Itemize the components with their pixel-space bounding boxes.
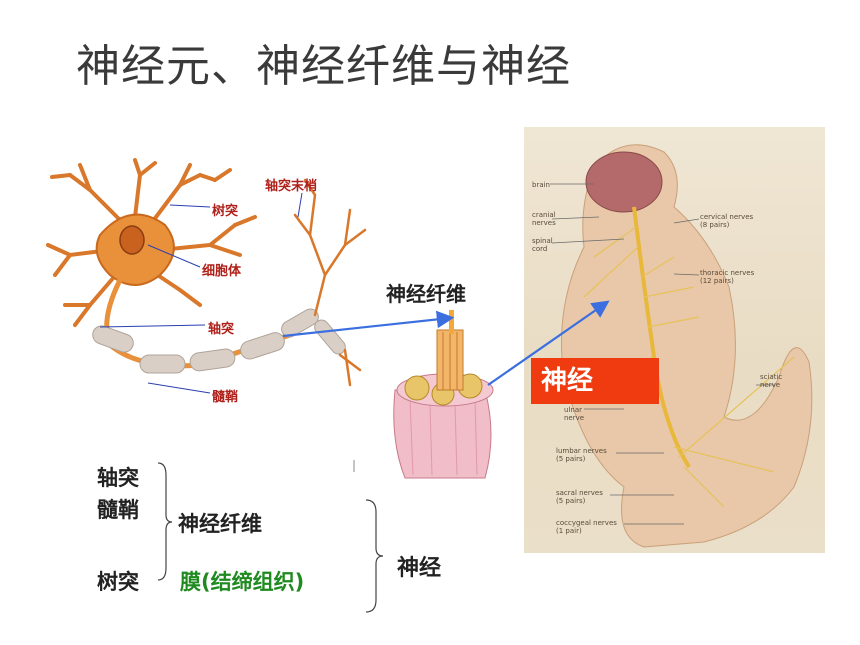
label-lumbar: lumbar nerves (5 pairs)	[556, 447, 607, 463]
label-brain: brain	[532, 181, 550, 189]
label-cervical: cervical nerves (8 pairs)	[700, 213, 754, 229]
arrow-fiber-to-nerve	[487, 300, 610, 386]
label-axon: 轴突	[208, 322, 235, 337]
summary-myelin: 髓鞘	[97, 498, 139, 522]
label-ulnar: ulnar nerve	[564, 406, 585, 422]
brace-small	[157, 462, 173, 581]
label-sacral: sacral nerves (5 pairs)	[556, 489, 603, 505]
fiber-bundle-diagram	[393, 310, 494, 479]
label-nerve-fiber: 神经纤维	[386, 282, 466, 306]
label-cell-body: 细胞体	[202, 264, 242, 279]
nervous-system-panel: brain cranial nerves spinal cord cervica…	[524, 127, 825, 553]
summary-axon: 轴突	[97, 466, 139, 490]
summary-nerve: 神经	[397, 556, 442, 581]
label-dendrite: 树突	[212, 204, 239, 219]
label-spinal: spinal cord	[532, 237, 553, 253]
label-coccygeal: coccygeal nerves (1 pair)	[556, 519, 617, 535]
summary-dendrite: 树突	[97, 570, 139, 594]
summary-fiber: 神经纤维	[178, 512, 262, 536]
arrow-axon-to-fiber	[282, 310, 455, 338]
neuron-diagram	[46, 158, 367, 394]
nucleus-shape	[119, 225, 145, 255]
label-axon-terminal: 轴突末梢	[265, 179, 318, 194]
summary-membrane: 膜(结缔组织)	[180, 570, 305, 594]
label-sciatic: sciatic nerve	[760, 373, 783, 389]
label-cranial: cranial nerves	[532, 211, 556, 227]
nerve-highlight-label: 神经	[531, 358, 659, 404]
page-title: 神经元、神经纤维与神经	[76, 41, 571, 92]
brace-large	[365, 499, 384, 613]
label-thoracic: thoracic nerves (12 pairs)	[700, 269, 755, 285]
label-myelin: 髓鞘	[212, 390, 239, 405]
